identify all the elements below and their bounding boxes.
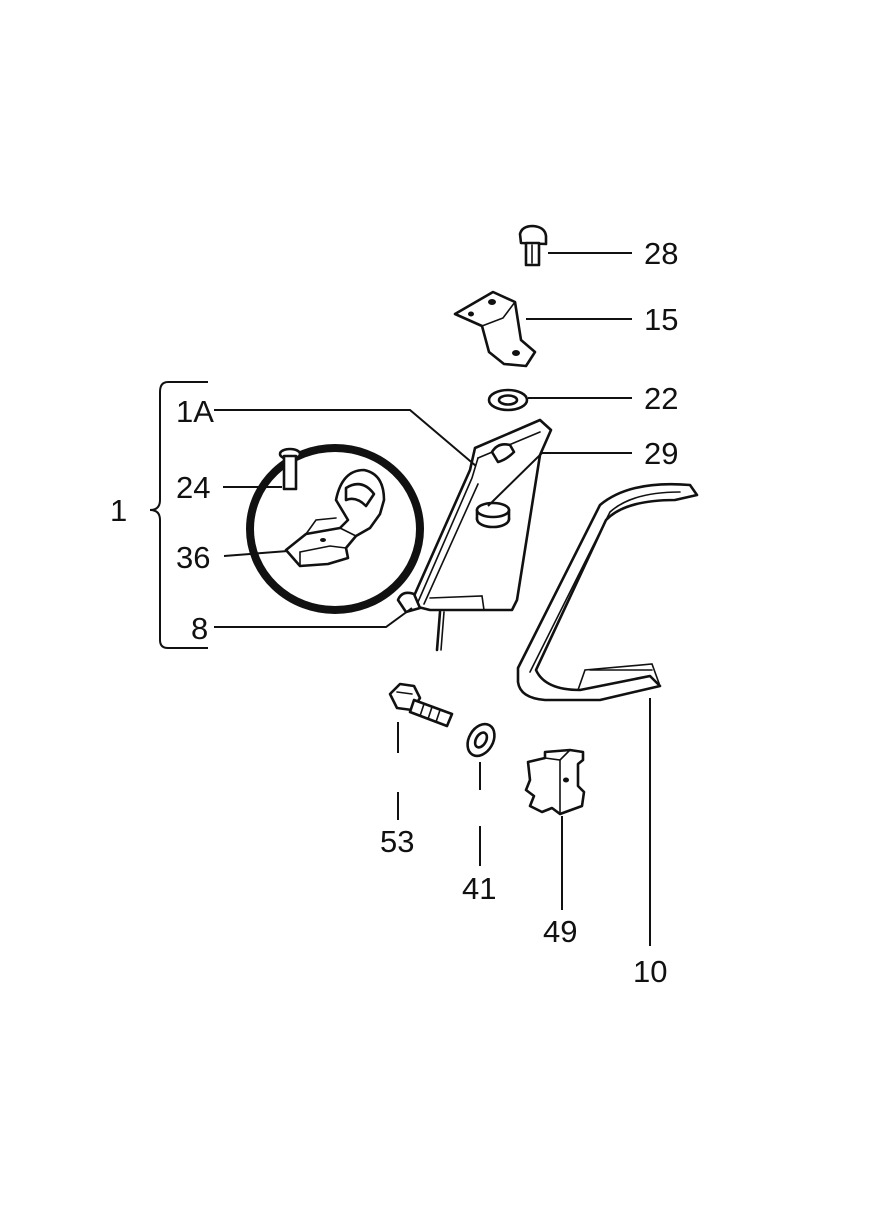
part-15-bracket (453, 290, 537, 368)
part-36-latch (284, 468, 386, 568)
callout-1a: 1A (176, 394, 214, 429)
callout-24: 24 (176, 470, 210, 505)
callout-15: 15 (644, 302, 678, 337)
part-22-washer (487, 388, 529, 412)
callout-22: 22 (644, 381, 678, 416)
leader-lines (214, 252, 651, 946)
part-53-hex-bolt (388, 682, 454, 728)
callout-8: 8 (191, 611, 208, 646)
main-bracket-plate (396, 418, 553, 652)
callout-28: 28 (644, 236, 678, 271)
callout-41: 41 (462, 871, 496, 906)
part-41-washer (466, 722, 496, 758)
part-24-pin (278, 447, 302, 491)
group-brace-1 (149, 381, 208, 649)
callout-labels: 28 15 22 29 1A 24 36 8 1 53 41 49 10 (110, 236, 678, 989)
callout-10: 10 (633, 954, 667, 989)
detail-circle (246, 444, 424, 614)
callout-29: 29 (644, 436, 678, 471)
part-49-clip (524, 748, 586, 816)
part-28-screw (518, 224, 548, 267)
callout-53: 53 (380, 824, 414, 859)
callout-49: 49 (543, 914, 577, 949)
part-10-channel-seal (516, 482, 699, 702)
callout-1: 1 (110, 493, 127, 528)
callout-36: 36 (176, 540, 210, 575)
